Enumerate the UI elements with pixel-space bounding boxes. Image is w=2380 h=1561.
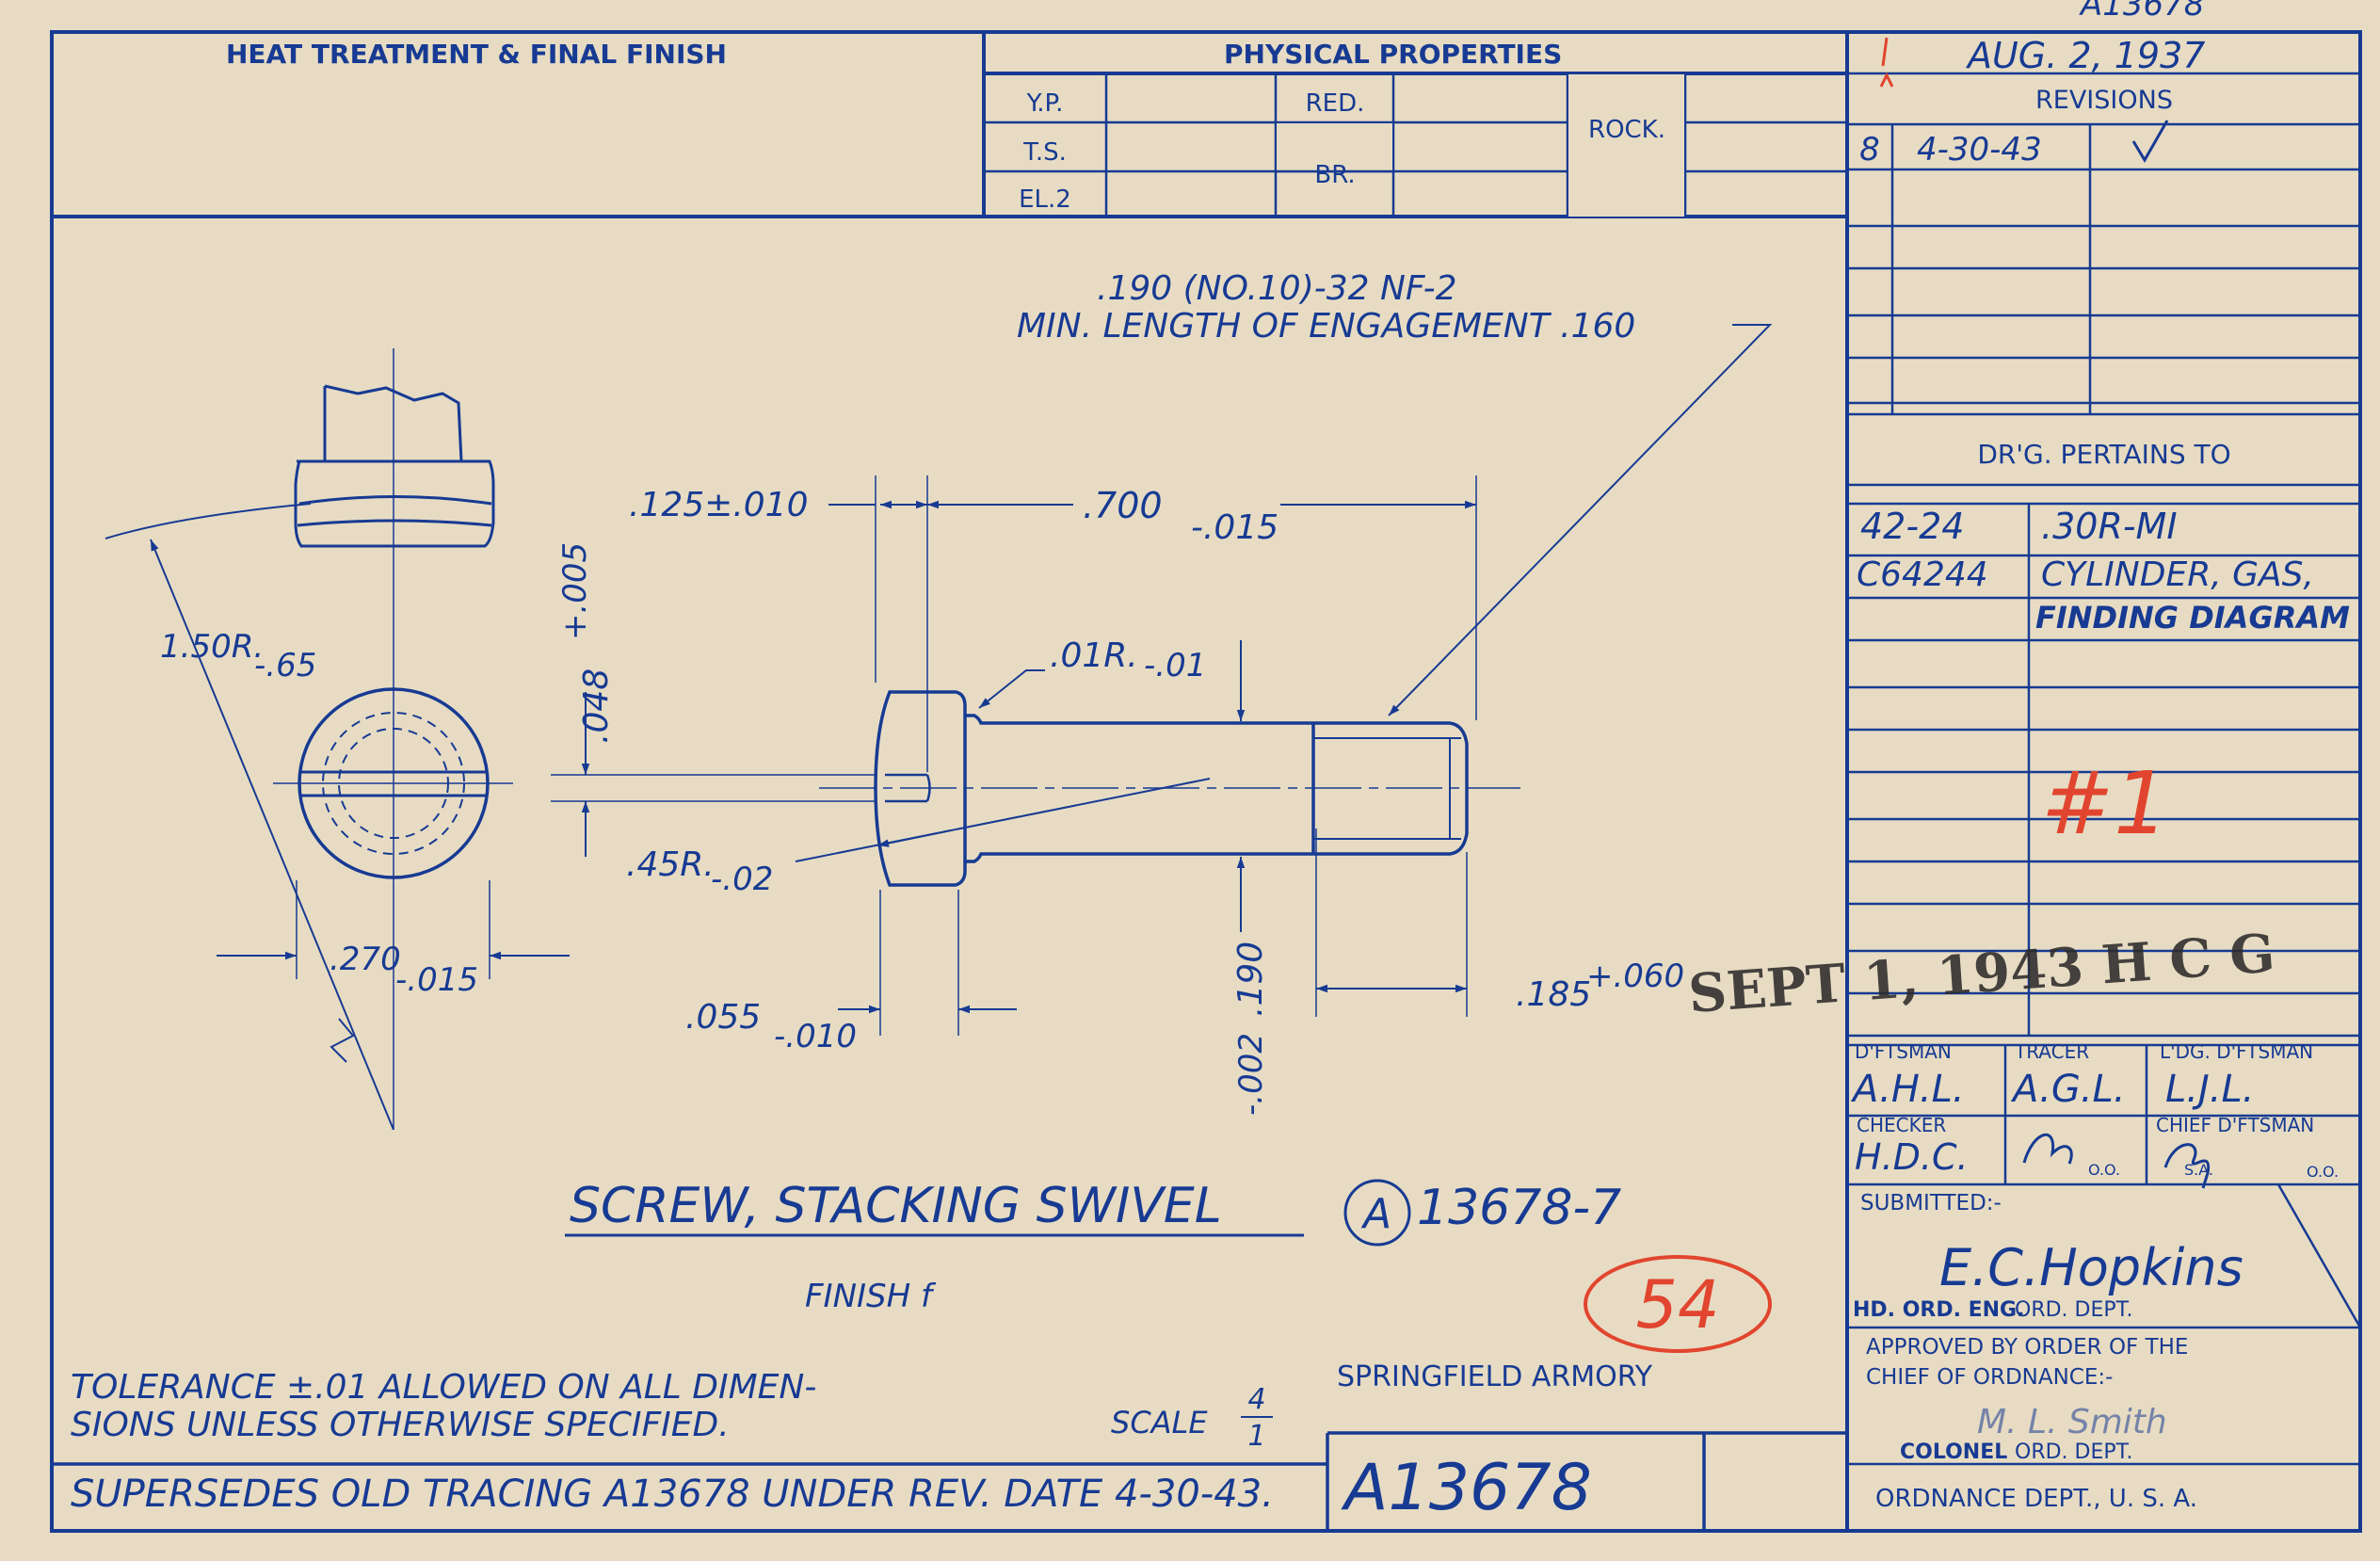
dim-048-tol: +.005 <box>556 542 594 640</box>
pertains-grid <box>1847 502 2360 1038</box>
draftsman-label: D'FTSMAN <box>1855 1040 1952 1063</box>
chief-scribble <box>2163 1143 2211 1189</box>
check-mark <box>2131 120 2169 163</box>
dim-150r-tol: -.65 <box>254 647 316 684</box>
drawing-number-box <box>52 1431 1847 1531</box>
part-letter: A <box>1360 1190 1391 1238</box>
tracer-label: TRACER <box>2014 1040 2089 1063</box>
hd-ord-eng-label: HD. ORD. ENG. <box>1853 1298 2024 1322</box>
part-name: SCREW, STACKING SWIVEL <box>570 1178 1222 1234</box>
red-pencil-marks <box>1879 37 1894 88</box>
submitted-label: SUBMITTED:- <box>1860 1191 2002 1215</box>
drawing-number: A13678 <box>1341 1451 1592 1525</box>
dim-700: .700 <box>1083 485 1163 526</box>
radius-arc-extension <box>105 503 312 539</box>
ts-label: T.S. <box>1022 138 1067 167</box>
revisions-title: REVISIONS <box>2035 86 2173 115</box>
dim-700-tol: -.015 <box>1191 508 1278 547</box>
dim-125: .125±.010 <box>629 486 808 524</box>
ordnance-dept-label: ORDNANCE DEPT., U. S. A. <box>1875 1485 2197 1513</box>
thread-callout-leader <box>1388 324 1773 716</box>
submitted-signature: E.C.Hopkins <box>1939 1238 2243 1297</box>
revision-date: AUG. 2, 1937 <box>1965 35 2205 76</box>
ord-dept-label-2: ORD. DEPT. <box>2015 1440 2132 1464</box>
lead-initials: L.J.L. <box>2165 1068 2255 1111</box>
heat-treatment-label: HEAT TREATMENT & FINAL FINISH <box>226 39 727 70</box>
oo-label-1: O.O. <box>2088 1161 2120 1179</box>
tolerance-note-line-2: SIONS UNLESS OTHERWISE SPECIFIED. <box>71 1406 730 1444</box>
dim-z: Z <box>336 1014 356 1045</box>
dim-45r-leader <box>795 778 1211 862</box>
colonel-signature: M. L. Smith <box>1977 1403 2167 1441</box>
pertains-desc-3: FINDING DIAGRAM <box>2035 600 2350 636</box>
pertains-desc-1: .30R-MI <box>2041 506 2178 547</box>
red-mark-number: #1 <box>2041 753 2169 854</box>
revisions-grid <box>1847 72 2360 487</box>
side-view <box>294 384 495 548</box>
thread-callout-line-1: .190 (NO.10)-32 NF-2 <box>1097 269 1457 308</box>
dim-185: .185 <box>1516 975 1591 1014</box>
dim-270: .270 <box>330 941 401 978</box>
dim-01r-leader <box>978 669 1045 709</box>
signature-grid <box>1847 1043 2362 1466</box>
lead-draftsman-label: L'DG. D'FTSMAN <box>2160 1040 2313 1063</box>
el-label: EL.2 <box>1019 185 1071 214</box>
dim-190: .190 <box>1231 941 1270 1017</box>
yp-label: Y.P. <box>1026 89 1064 118</box>
draftsman-initials: A.H.L. <box>1850 1068 1965 1111</box>
corner-number: A13678 <box>2079 0 2204 24</box>
dim-055: .055 <box>685 998 761 1037</box>
dim-45r-tol: -.02 <box>711 861 773 898</box>
red-number-ellipse <box>1584 1255 1772 1353</box>
rock-label: ROCK. <box>1588 116 1665 144</box>
border-frame <box>50 30 2362 1533</box>
dim-01r: .01R. <box>1050 636 1138 675</box>
extension-lines <box>551 475 1477 1036</box>
scale-label: SCALE <box>1111 1405 1208 1440</box>
checker-label: CHECKER <box>1857 1114 1946 1136</box>
finish-note: FINISH f <box>805 1278 937 1315</box>
revision-letter: 8 <box>1859 131 1880 169</box>
dim-01r-tol: -.01 <box>1144 647 1206 684</box>
radius-leader <box>150 539 394 1131</box>
ord-dept-label-1: ORD. DEPT. <box>2015 1298 2132 1322</box>
scale-numerator: 4 <box>1247 1383 1265 1416</box>
dim-185-tol: +.060 <box>1586 958 1684 995</box>
colonel-label: COLONEL <box>1900 1440 2007 1464</box>
pertains-code-1: 42-24 <box>1860 506 1964 547</box>
pertains-title: DR'G. PERTAINS TO <box>1977 439 2230 470</box>
physical-properties-label: PHYSICAL PROPERTIES <box>1224 39 1562 70</box>
dim-048: .048 <box>577 668 616 744</box>
thread-callout-line-2: MIN. LENGTH OF ENGAGEMENT .160 <box>1017 307 1635 346</box>
approved-line-2: CHIEF OF ORDNANCE:- <box>1866 1365 2113 1390</box>
radius-break-symbol <box>330 1018 355 1063</box>
dim-45r-arrow <box>876 829 952 847</box>
chief-draftsman-label: CHIEF D'FTSMAN <box>2156 1114 2314 1136</box>
red-label: RED. <box>1306 89 1365 118</box>
br-label: BR. <box>1314 161 1355 189</box>
checker-initials: H.D.C. <box>1855 1136 1969 1178</box>
dim-190-tol: -.002 <box>1232 1033 1270 1116</box>
dim-055-tol: -.010 <box>774 1018 857 1055</box>
dim-270-tol: -.015 <box>395 961 478 999</box>
part-letter-circle <box>1343 1179 1411 1247</box>
tracer-initials: A.G.L. <box>2010 1068 2126 1111</box>
springfield-armory: SPRINGFIELD ARMORY <box>1337 1360 1653 1393</box>
header-grid <box>984 73 1847 217</box>
revision-entry-date: 4-30-43 <box>1917 131 2042 169</box>
part-number: 13678-7 <box>1417 1180 1621 1236</box>
dim-150r: 1.50R. <box>160 628 264 666</box>
pertains-code-2: C64244 <box>1857 555 1988 594</box>
dim-45r: .45R. <box>626 845 715 884</box>
tolerance-note-line-1: TOLERANCE ±.01 ALLOWED ON ALL DIMEN- <box>71 1368 816 1407</box>
approved-line-1: APPROVED BY ORDER OF THE <box>1866 1335 2188 1360</box>
oo-label-2: O.O. <box>2307 1163 2339 1181</box>
tracer-checker-scribble <box>2022 1133 2073 1165</box>
pertains-desc-2: CYLINDER, GAS, <box>2041 555 2314 594</box>
supersedes-note: SUPERSEDES OLD TRACING A13678 UNDER REV.… <box>71 1472 1274 1516</box>
scale-denominator: 1 <box>1247 1420 1265 1453</box>
red-number: 54 <box>1635 1266 1719 1344</box>
